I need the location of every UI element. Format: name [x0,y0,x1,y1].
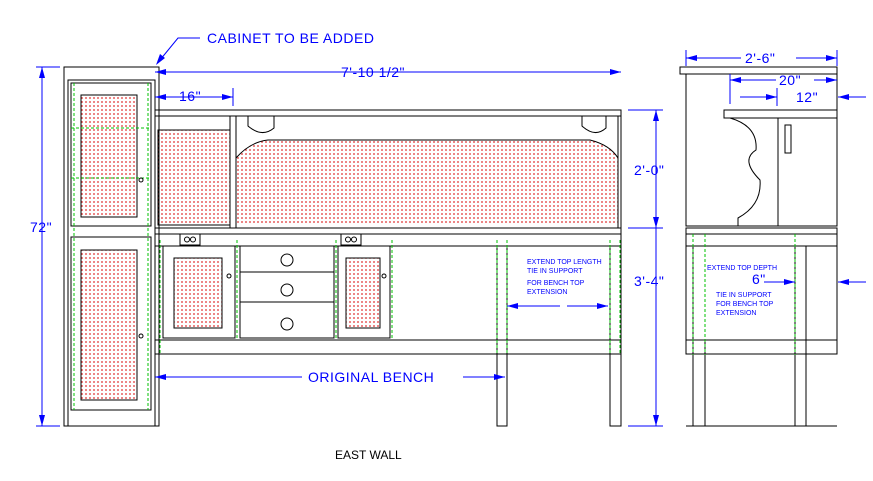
front-note-line4: EXTENSION [527,289,567,296]
upper-hutch [154,109,622,229]
side-depth-label: 2'-6" [745,50,775,66]
side-note-line2: TIE IN SUPPORT [716,292,772,299]
side-6-label: 6" [752,271,766,287]
original-bench-label: ORIGINAL BENCH [308,369,434,385]
side-12-label: 12" [796,89,818,105]
dimensions [36,37,866,427]
front-note-line2: TIE IN SUPPORT [527,268,583,275]
bench [154,227,622,427]
lower-height-label: 3'-4" [634,273,664,289]
front-note-line1: EXTEND TOP LENGTH [527,259,602,266]
overall-width-label: 7'-10 1/2" [341,64,405,80]
left-section-label: 16" [179,88,201,104]
side-view [679,66,838,427]
cabinet-note: CABINET TO BE ADDED [207,30,374,46]
upper-height-label: 2'-0" [634,162,664,178]
front-note-line3: FOR BENCH TOP [527,280,585,287]
height-total-label: 72" [30,219,52,235]
side-note-line3: FOR BENCH TOP [716,301,774,308]
tall-cabinet [63,66,160,427]
side-note-line1: EXTEND TOP DEPTH [707,265,777,272]
side-20-label: 20" [779,72,801,88]
side-note-line4: EXTENSION [716,310,756,317]
east-wall-label: EAST WALL [335,448,402,462]
